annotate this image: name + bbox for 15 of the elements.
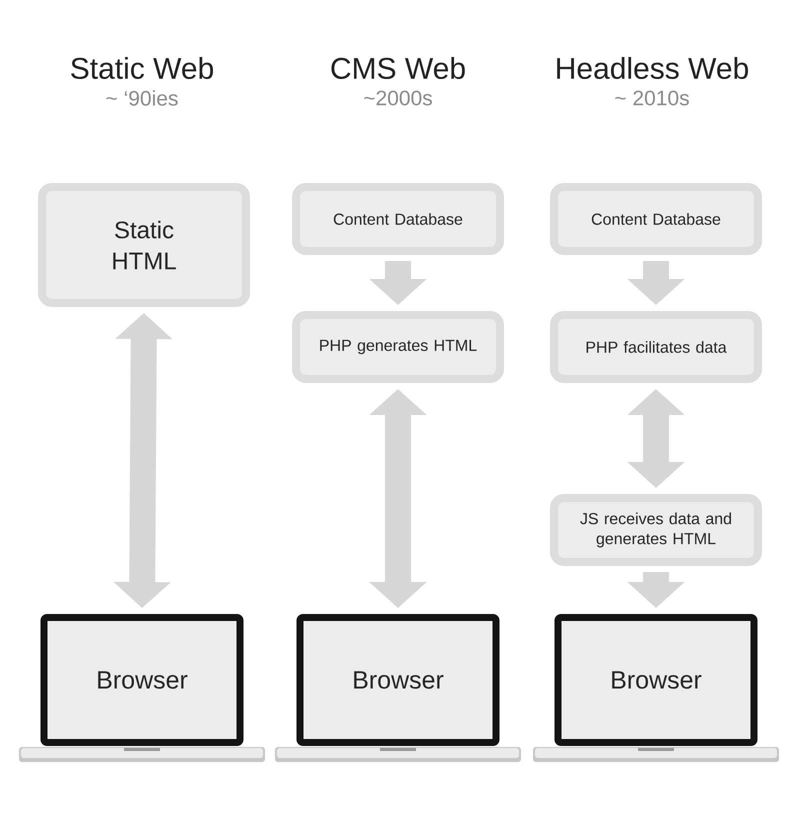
column-title: Headless Web <box>557 57 748 80</box>
laptop-drawing: Browser <box>275 614 521 762</box>
process-box: Static HTML <box>38 183 250 307</box>
process-box: PHP generates HTML <box>292 311 504 383</box>
process-box: JS receives data and generates HTML <box>550 494 762 566</box>
laptop-drawing: Browser <box>533 614 779 762</box>
era-subtitle: ~ 2010s <box>615 90 689 106</box>
process-box: Content Database <box>550 183 762 255</box>
column-title: Static Web <box>71 57 213 80</box>
process-box: Content Database <box>292 183 504 255</box>
era-subtitle: ~ ‘90ies <box>106 90 178 106</box>
column-title: CMS Web <box>331 57 465 80</box>
era-subtitle: ~2000s <box>364 90 432 106</box>
laptop-drawing: Browser <box>19 614 265 762</box>
process-box: PHP facilitates data <box>550 311 762 383</box>
